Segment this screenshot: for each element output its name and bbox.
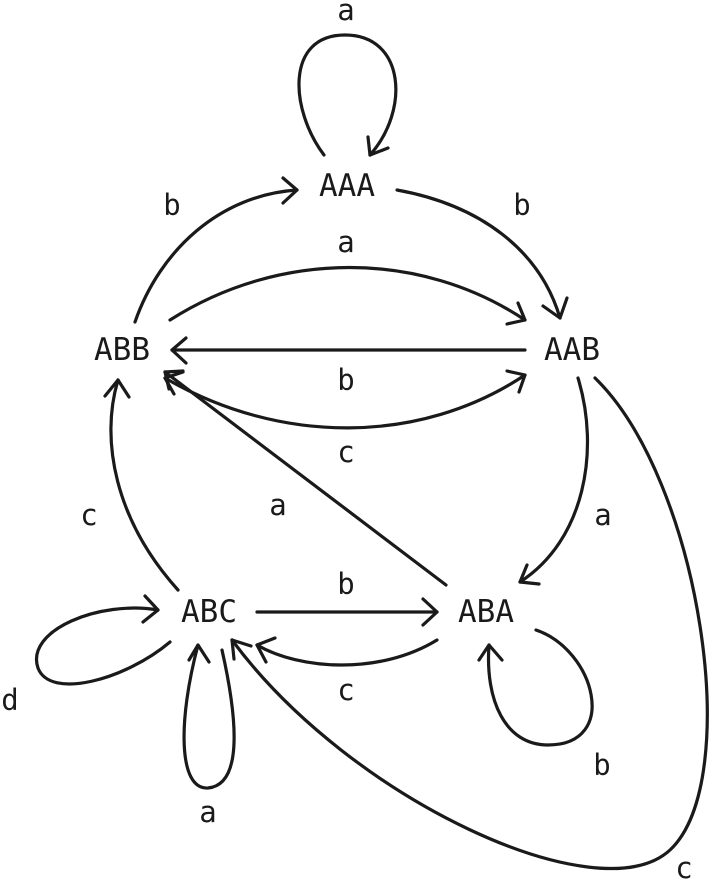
edge-abc-abc-a	[182, 643, 236, 790]
label-abc-aba: b	[337, 567, 354, 601]
label-aba-aba: b	[593, 748, 610, 782]
label-abb-aaa: b	[163, 188, 180, 222]
label-aaa-aab: b	[513, 188, 530, 222]
edge-aba-aba	[486, 628, 594, 747]
node-aba: ABA	[458, 594, 514, 630]
arrowhead-abb-aaa	[281, 176, 299, 205]
label-abb-aab-c: c	[337, 435, 354, 469]
arrowhead-aab-abb	[170, 336, 188, 365]
label-aba-abc: c	[337, 673, 354, 707]
arrowhead-abb-aab-c-end	[505, 369, 527, 394]
node-abc: ABC	[181, 594, 237, 630]
arrowhead-aba-abc	[255, 636, 277, 664]
edge-aba-abc	[255, 638, 439, 667]
label-abc-abc-d: d	[1, 683, 18, 717]
edge-aab-abc	[230, 376, 709, 871]
arrowhead-abb-aab	[505, 301, 527, 326]
node-aab: AAB	[544, 332, 600, 368]
arrowhead-aba-aba	[477, 643, 504, 662]
edge-aab-aba	[518, 376, 589, 584]
arrowhead-aba-abb	[163, 369, 185, 391]
arrowhead-abc-abc-d	[141, 594, 160, 624]
label-aab-aba: a	[594, 498, 611, 532]
edge-aaa-aab	[395, 188, 562, 320]
edge-abc-abc-d	[34, 606, 172, 686]
arrowhead-aaa-aab	[541, 296, 569, 320]
label-aab-abb: b	[337, 363, 354, 397]
node-abb: ABB	[94, 332, 150, 368]
edge-aaa-aaa	[297, 33, 398, 157]
label-aaa-aaa: a	[337, 0, 354, 27]
label-aba-abb: a	[269, 488, 286, 522]
label-abc-abb: c	[80, 498, 97, 532]
edge-aba-abb	[163, 370, 448, 587]
label-aab-abc: c	[675, 851, 692, 882]
arrowhead-aab-abc	[230, 638, 253, 661]
arrowhead-abc-abb	[103, 378, 131, 399]
arrowhead-abc-aba	[421, 597, 439, 627]
label-abc-abc-a: a	[199, 795, 216, 829]
edge-abc-abb	[109, 378, 180, 592]
edge-abb-aab	[168, 265, 527, 322]
label-abb-aab: a	[337, 225, 354, 259]
node-aaa: AAA	[319, 168, 375, 204]
edge-abb-aaa	[133, 188, 299, 324]
arrowhead-aab-aba	[518, 563, 541, 586]
arrowhead-aaa-aaa	[366, 135, 390, 157]
edge-abb-aab-c	[163, 373, 527, 430]
arrowhead-abc-abc-a	[187, 643, 211, 664]
